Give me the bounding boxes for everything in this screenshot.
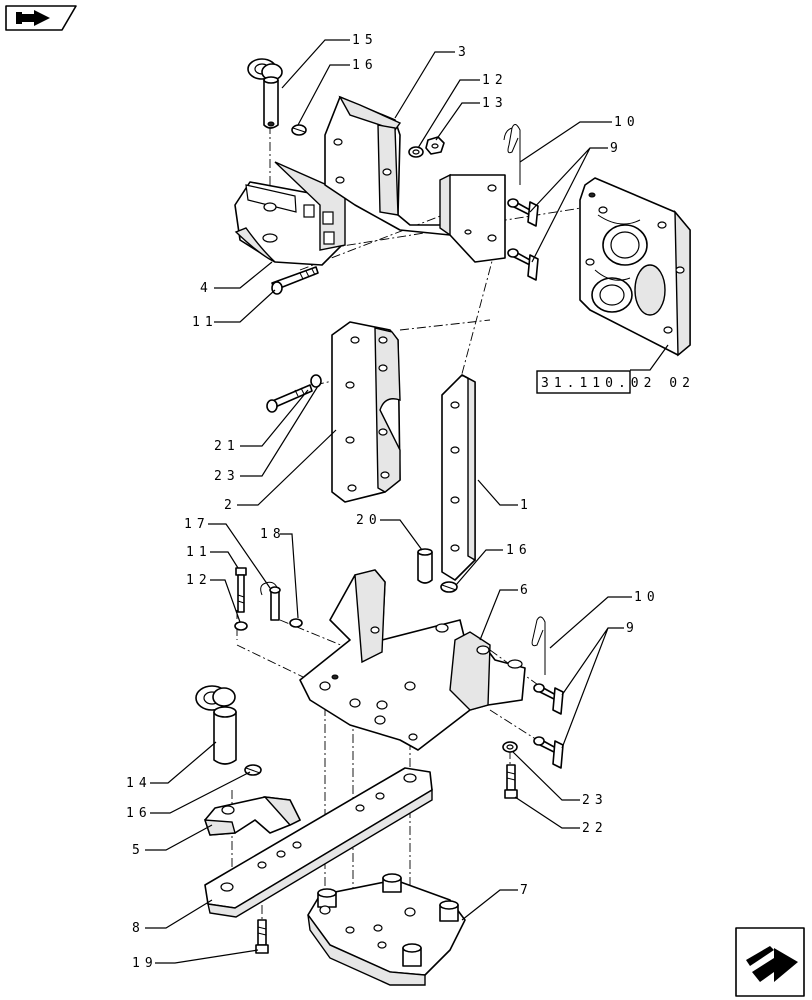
ref-box-31-110[interactable]: 31.110.02 02 bbox=[536, 370, 695, 394]
part-7-bottom-plate bbox=[307, 873, 466, 986]
callout-9b: 9 bbox=[626, 621, 639, 636]
part-10-r-clip-lower bbox=[531, 616, 546, 675]
part-3-main-bracket bbox=[324, 95, 506, 263]
ref-label: 31.110.02 02 bbox=[541, 376, 695, 391]
callout-6: 6 bbox=[520, 583, 533, 598]
next-page-arrow-icon[interactable] bbox=[735, 927, 805, 997]
callout-23b: 23 bbox=[582, 793, 608, 808]
callout-10: 10 bbox=[614, 115, 640, 130]
callout-1: 1 bbox=[520, 498, 533, 513]
callout-4: 4 bbox=[200, 281, 213, 296]
part-13-nut bbox=[425, 136, 445, 155]
part-9-pins-upper bbox=[507, 198, 539, 281]
callout-7: 7 bbox=[520, 883, 533, 898]
callout-15: 15 bbox=[352, 33, 378, 48]
part-19-bolt bbox=[255, 919, 269, 954]
callout-2: 2 bbox=[224, 498, 237, 513]
gearbox-housing bbox=[579, 177, 691, 357]
part-2-channel-plate bbox=[331, 321, 401, 503]
part-20-pin bbox=[417, 548, 433, 584]
part-16-clip bbox=[291, 124, 307, 136]
callout-21: 21 bbox=[214, 439, 240, 454]
part-11-bolt-upper bbox=[271, 266, 319, 295]
callout-14: 14 bbox=[126, 776, 152, 791]
callout-12b: 12 bbox=[186, 573, 212, 588]
leader-lines bbox=[145, 39, 669, 964]
part-12-washer-middle bbox=[234, 621, 248, 631]
callout-10b: 10 bbox=[634, 590, 660, 605]
callout-16: 16 bbox=[352, 58, 378, 73]
part-12-washer-upper bbox=[408, 146, 424, 158]
part-8-drawbar bbox=[204, 767, 433, 918]
callout-20: 20 bbox=[356, 513, 382, 528]
callout-11: 11 bbox=[192, 315, 218, 330]
part-17-spring-clip bbox=[260, 581, 281, 621]
book-arrow-icon[interactable] bbox=[5, 5, 77, 31]
part-18-clip bbox=[289, 618, 303, 628]
callout-18: 18 bbox=[260, 527, 286, 542]
part-6-base-bracket bbox=[299, 569, 526, 751]
part-16-clip-middle bbox=[440, 581, 458, 593]
part-5-hook-block bbox=[204, 796, 301, 836]
callout-17: 17 bbox=[184, 517, 210, 532]
callout-19: 19 bbox=[132, 956, 158, 971]
part-15-lynch-pin bbox=[247, 58, 283, 129]
callout-5: 5 bbox=[132, 843, 145, 858]
callout-11b: 11 bbox=[186, 545, 212, 560]
part-22-bolt bbox=[504, 764, 518, 799]
callout-8: 8 bbox=[132, 921, 145, 936]
callout-13: 13 bbox=[482, 96, 508, 111]
part-1-vertical-plate bbox=[441, 374, 476, 581]
callout-labels: 15 16 3 12 13 10 9 4 11 21 23 2 1 20 16 … bbox=[126, 33, 660, 971]
part-10-r-clip-upper bbox=[503, 124, 521, 185]
callout-9: 9 bbox=[610, 141, 623, 156]
part-11-bolt-middle bbox=[235, 567, 247, 613]
callout-16c: 16 bbox=[126, 806, 152, 821]
part-9-pins-lower bbox=[533, 683, 564, 769]
callout-3: 3 bbox=[458, 45, 471, 60]
callout-22: 22 bbox=[582, 821, 608, 836]
callout-12: 12 bbox=[482, 73, 508, 88]
callout-23: 23 bbox=[214, 469, 240, 484]
part-23-washer-upper bbox=[310, 374, 322, 388]
callout-16b: 16 bbox=[506, 543, 532, 558]
part-14-lynch-pin bbox=[195, 685, 237, 765]
part-23-washer-lower bbox=[502, 741, 518, 753]
part-21-bolt bbox=[266, 384, 313, 413]
